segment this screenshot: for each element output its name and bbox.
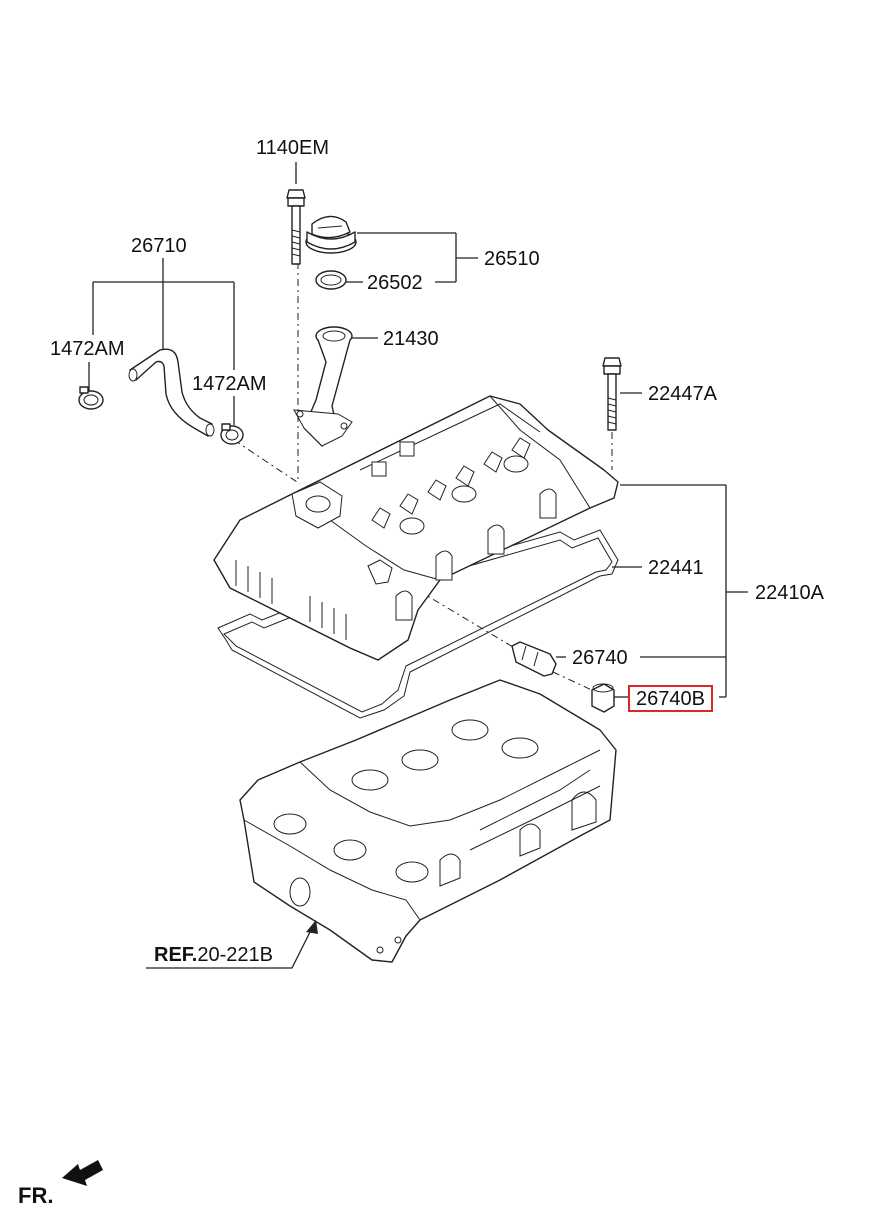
label-1472am-right[interactable]: 1472AM xyxy=(192,373,267,395)
label-1472am-left[interactable]: 1472AM xyxy=(50,338,125,360)
sleeve-26740b-icon xyxy=(591,683,615,713)
label-21430[interactable]: 21430 xyxy=(383,328,439,350)
reference-label[interactable]: REF.20-221B xyxy=(154,944,273,966)
label-26510[interactable]: 26510 xyxy=(484,248,540,270)
label-22447a[interactable]: 22447A xyxy=(648,383,717,405)
label-26710[interactable]: 26710 xyxy=(131,235,187,257)
leader-lines xyxy=(88,162,748,698)
valve-cover-icon xyxy=(213,395,619,661)
label-1140em[interactable]: 1140EM xyxy=(256,137,330,159)
hose-clamp-left-icon xyxy=(78,386,104,410)
label-22410a[interactable]: 22410A xyxy=(755,582,824,604)
label-26740[interactable]: 26740 xyxy=(572,647,628,669)
label-22441[interactable]: 22441 xyxy=(648,557,704,579)
bolt-22447a-icon xyxy=(602,357,622,431)
label-26502[interactable]: 26502 xyxy=(367,272,423,294)
reference-prefix: REF. xyxy=(154,944,198,966)
filler-neck-icon xyxy=(293,326,353,447)
hose-clamp-right-icon xyxy=(220,423,244,445)
reference-code: 20-221B xyxy=(197,944,273,966)
filler-cap-icon xyxy=(305,215,357,254)
bolt-1140em-icon xyxy=(286,189,306,265)
breather-hose-icon xyxy=(128,348,215,437)
sensor-26740-icon xyxy=(511,641,557,677)
ref-leader xyxy=(146,920,318,969)
front-direction-label: FR. xyxy=(18,1183,54,1208)
label-26740b[interactable]: 26740B xyxy=(628,685,713,712)
front-arrow-icon xyxy=(62,1160,103,1186)
cylinder-head-icon xyxy=(239,679,617,963)
seal-ring-icon xyxy=(315,270,347,290)
